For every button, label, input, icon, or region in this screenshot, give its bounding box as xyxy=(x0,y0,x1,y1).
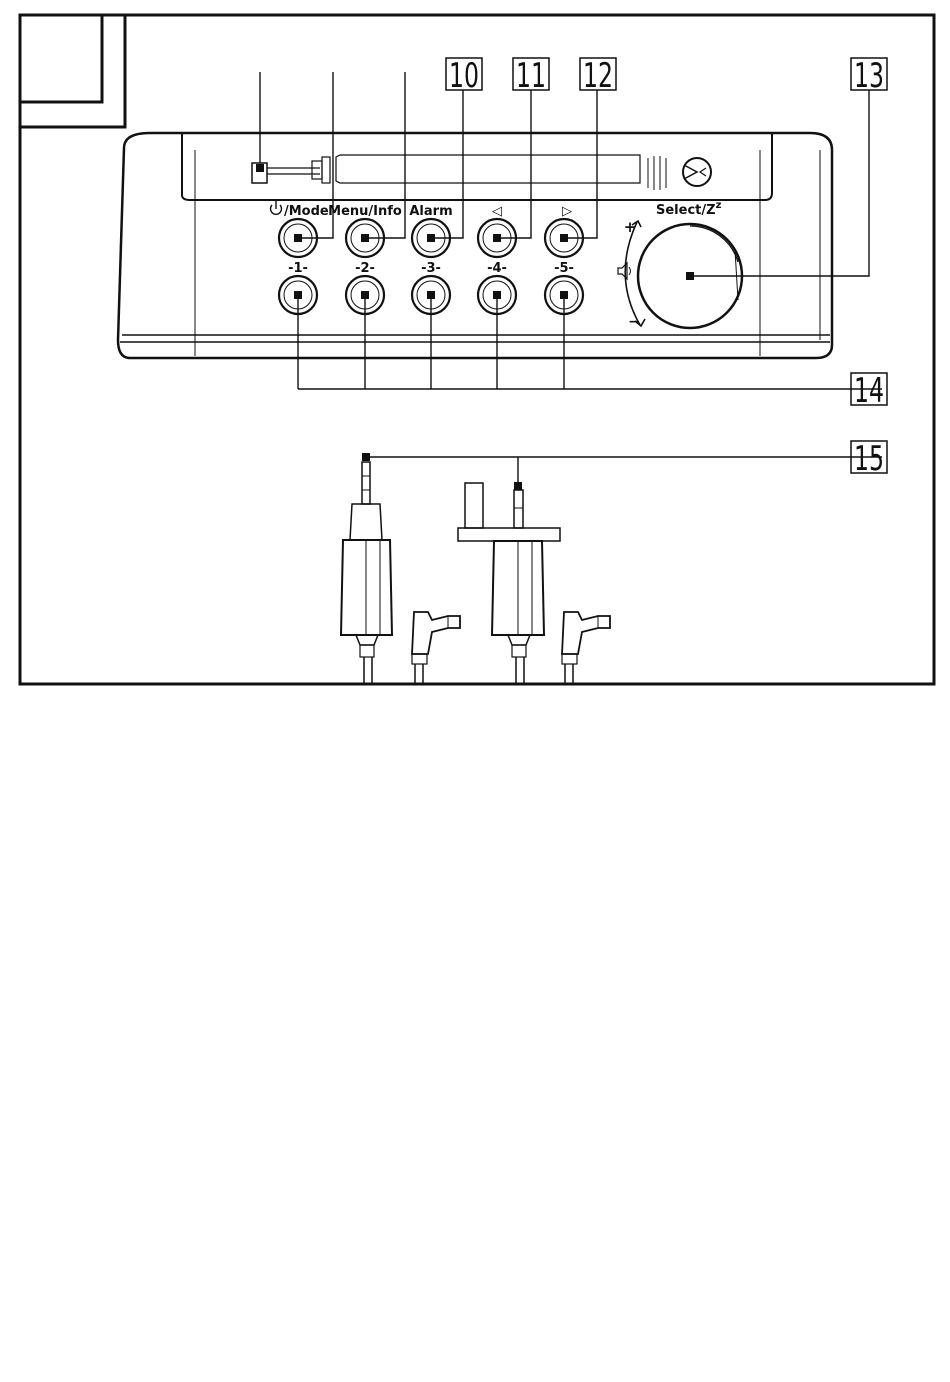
dial-plus: + xyxy=(624,218,637,236)
preset-label-5: -5- xyxy=(554,261,574,276)
callout-11: 11 xyxy=(513,56,549,96)
figure-frame xyxy=(20,15,934,684)
left-button[interactable]: ◁ xyxy=(478,204,516,257)
leader-lines xyxy=(256,72,882,490)
menu-info-button[interactable]: Menu/Info xyxy=(328,204,402,257)
callout-12: 12 xyxy=(580,56,616,96)
diagram-figure: /Mode Menu/Info Alarm ◁ ▷ xyxy=(0,0,950,700)
svg-text:12: 12 xyxy=(583,56,613,96)
figure-tab xyxy=(20,15,125,127)
uk-power-adapter xyxy=(458,483,560,684)
mode-button[interactable]: /Mode xyxy=(271,201,329,257)
left-arrow-icon: ◁ xyxy=(492,204,502,219)
power-icon xyxy=(271,201,282,214)
callout-13: 13 xyxy=(851,56,887,96)
svg-text:15: 15 xyxy=(854,439,884,479)
dc-plug-left xyxy=(412,612,460,684)
svg-text:13: 13 xyxy=(854,56,884,96)
antenna xyxy=(252,155,711,190)
preset-label-1: -1- xyxy=(288,261,308,276)
dial-label: Select/Zz xyxy=(656,200,722,218)
callout-15: 15 xyxy=(851,439,887,479)
dc-plug-right xyxy=(562,612,610,684)
alarm-button-label: Alarm xyxy=(409,204,452,219)
svg-text:11: 11 xyxy=(516,56,546,96)
radio-front-panel xyxy=(118,133,832,358)
speaker-icon xyxy=(618,263,631,279)
preset-label-3: -3- xyxy=(421,261,441,276)
right-button[interactable]: ▷ xyxy=(545,204,583,257)
right-arrow-icon: ▷ xyxy=(562,204,572,219)
alarm-button[interactable]: Alarm xyxy=(409,204,452,257)
menu-info-button-label: Menu/Info xyxy=(328,204,402,219)
callout-10: 10 xyxy=(446,56,482,96)
select-dial[interactable]: + − Select/Zz xyxy=(618,200,742,330)
top-button-row: /Mode Menu/Info Alarm ◁ ▷ xyxy=(271,201,584,257)
callout-14: 14 xyxy=(851,371,887,411)
eu-power-adapter xyxy=(341,462,392,684)
preset-label-4: -4- xyxy=(487,261,507,276)
svg-text:10: 10 xyxy=(449,56,479,96)
dial-minus: − xyxy=(628,314,640,330)
figure-number-box xyxy=(20,15,102,102)
preset-label-2: -2- xyxy=(355,261,375,276)
mode-button-label: /Mode xyxy=(284,204,329,219)
svg-text:14: 14 xyxy=(854,371,884,411)
